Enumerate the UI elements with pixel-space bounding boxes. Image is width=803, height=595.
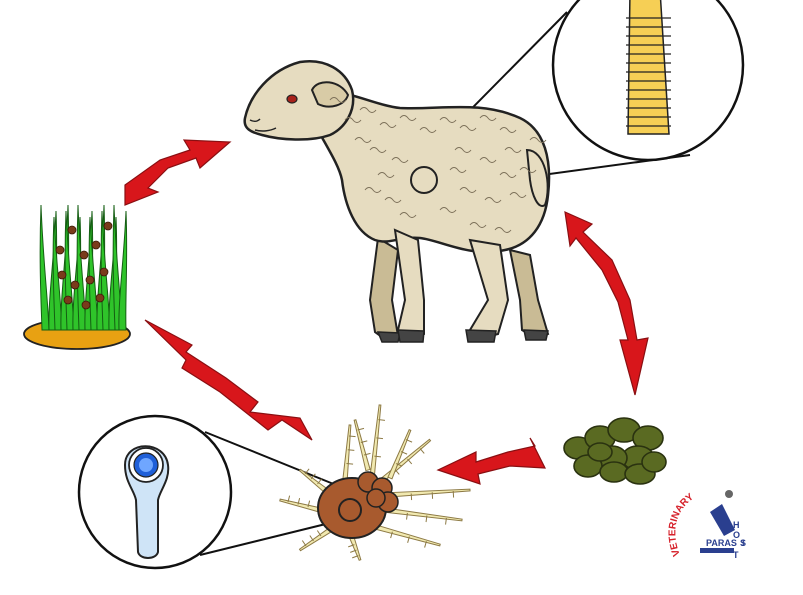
mite-dot <box>91 240 101 250</box>
mite-leg <box>298 527 332 552</box>
mite-leg <box>279 498 322 513</box>
logo-letter-h: H <box>733 520 740 530</box>
cysticercoid-larva <box>123 445 170 559</box>
logo-i-text: I <box>742 538 745 548</box>
logo-letter-s: S <box>740 538 746 548</box>
feces-pellet <box>641 451 667 473</box>
mite-leg <box>383 507 463 522</box>
mite-leg <box>370 523 441 547</box>
mite-dot <box>63 295 73 305</box>
cycle-arrow <box>436 437 546 485</box>
mite-leg <box>353 419 371 472</box>
contaminated-pasture <box>23 204 131 350</box>
cycle-arrow <box>564 211 649 396</box>
zoom-lines-bottom <box>199 431 343 556</box>
mite-leg <box>369 404 382 479</box>
mite-dot <box>57 270 67 280</box>
sheep-eye <box>286 94 298 104</box>
mite-dot <box>85 275 95 285</box>
mite-dot <box>70 280 80 290</box>
sheep-host <box>243 59 551 343</box>
mite-dot <box>67 225 77 235</box>
grass-blades <box>39 204 128 331</box>
mite-dot <box>81 300 91 310</box>
cycle-arrow <box>144 319 313 441</box>
logo-para-text: PARAS <box>706 538 737 548</box>
mite-dot <box>55 245 65 255</box>
mite-cysticercoid-marker <box>338 498 362 522</box>
veterinary-host-parasite-logo: VETERINARY H O S T PARAS I <box>667 490 746 560</box>
logo-dot <box>725 490 733 498</box>
cycle-arrows <box>124 139 649 485</box>
mite-leg <box>342 424 352 481</box>
cysticercoid-zoom-circle <box>77 414 233 570</box>
oribatid-mite <box>279 404 471 561</box>
feces-pellet <box>587 442 613 462</box>
cycle-arrow <box>124 139 232 206</box>
feces-pellet <box>599 461 629 483</box>
egg-segments-in-feces <box>563 417 667 485</box>
mites-on-grass <box>55 221 113 310</box>
tapeworm-zoom-circle <box>551 0 745 162</box>
mite-leg <box>387 429 412 480</box>
microscope-icon <box>710 504 735 536</box>
mite-leg <box>385 488 471 498</box>
tapeworm-strobila <box>626 0 671 135</box>
logo-arc-text: VETERINARY <box>667 491 696 557</box>
intestine-marker <box>410 166 438 194</box>
mite-dot <box>99 267 109 277</box>
mite-dot <box>95 293 105 303</box>
logo-letter-t: T <box>733 550 739 560</box>
mite-dot <box>79 250 89 260</box>
logo-letter-o: O <box>733 530 740 540</box>
mite-dot <box>103 221 113 231</box>
